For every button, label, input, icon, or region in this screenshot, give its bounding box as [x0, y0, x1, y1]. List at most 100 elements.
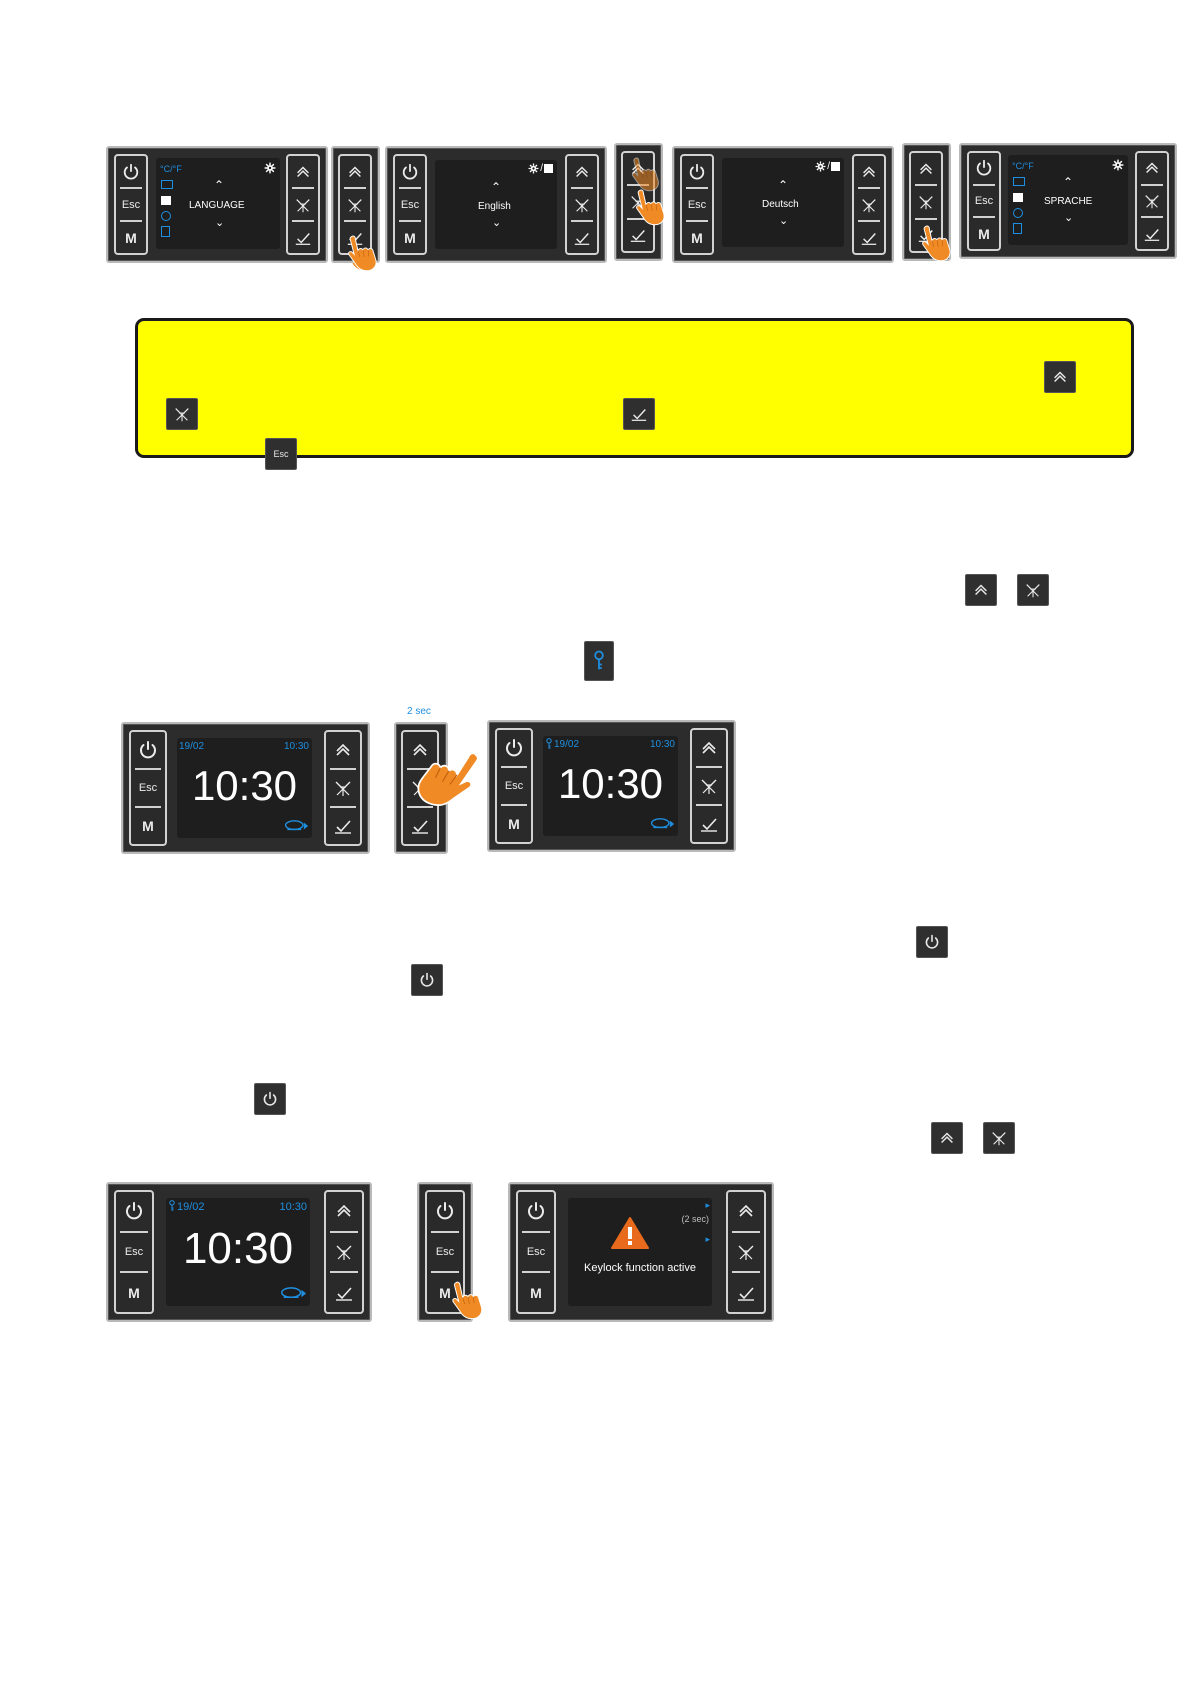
light-button[interactable]: [858, 187, 880, 220]
clock-icon: [161, 211, 171, 221]
light-button[interactable]: [330, 1230, 358, 1272]
power-icon: [419, 972, 435, 988]
m-button[interactable]: M: [686, 220, 708, 253]
esc-button[interactable]: Esc: [399, 187, 421, 220]
power-button[interactable]: [969, 153, 999, 184]
date-label: 19/02: [179, 741, 205, 752]
confirm-icon: [294, 229, 312, 247]
m-button[interactable]: M: [522, 1271, 550, 1312]
light-button[interactable]: [732, 1230, 760, 1272]
confirm-button[interactable]: [696, 804, 722, 842]
date-label: 19/02: [554, 739, 580, 750]
light-icon: [990, 1129, 1008, 1147]
power-button[interactable]: [395, 156, 425, 187]
book-icon: [161, 196, 171, 205]
confirm-button[interactable]: [858, 220, 880, 253]
m-button[interactable]: M: [973, 216, 995, 249]
esc-button[interactable]: Esc: [501, 766, 527, 804]
hold-duration-label: 2 sec: [407, 706, 431, 717]
m-button[interactable]: M: [399, 220, 421, 253]
small-time-label: 10:30: [649, 739, 675, 750]
light-button[interactable]: [627, 184, 649, 217]
up-arrow-icon: [1051, 368, 1069, 386]
up-arrow-icon: [860, 163, 878, 181]
esc-button[interactable]: Esc: [522, 1230, 550, 1272]
confirm-button[interactable]: [571, 220, 593, 253]
power-button[interactable]: [116, 1192, 152, 1231]
language-option-label: English: [478, 201, 511, 212]
power-button[interactable]: [682, 156, 712, 187]
confirm-button[interactable]: [1141, 216, 1163, 249]
m-button[interactable]: M: [431, 1271, 459, 1312]
esc-key-inline-icon: Esc: [265, 438, 297, 470]
light-button[interactable]: [915, 184, 937, 217]
light-key-inline-icon: [983, 1122, 1015, 1154]
up-arrow-icon: [917, 160, 935, 178]
right-key-column: [324, 1190, 364, 1314]
confirm-icon: [629, 226, 647, 244]
power-button[interactable]: [427, 1192, 463, 1231]
light-button[interactable]: [1141, 183, 1163, 217]
light-button[interactable]: [407, 768, 433, 806]
left-key-column: Esc M: [516, 1190, 556, 1314]
date-label: 19/02: [177, 1201, 205, 1213]
confirm-button[interactable]: [330, 1271, 358, 1312]
up-button[interactable]: [567, 156, 597, 187]
power-button[interactable]: [116, 156, 146, 187]
control-panel-keylock-warning: Esc M (2 sec) ▸ ▸ Keylock function activ…: [508, 1182, 774, 1322]
hand-pointer-icon: [632, 188, 670, 226]
up-button[interactable]: [326, 1192, 362, 1231]
up-button[interactable]: [854, 156, 884, 187]
key-icon: [168, 1200, 176, 1212]
chef-hat-icon: [279, 1286, 307, 1301]
up-button[interactable]: [728, 1192, 764, 1231]
language-label: LANGUAGE: [189, 200, 245, 211]
up-button[interactable]: [911, 153, 941, 184]
up-button[interactable]: [1137, 153, 1167, 184]
light-icon: [333, 778, 353, 798]
light-icon: [1024, 581, 1042, 599]
light-button[interactable]: [344, 187, 366, 220]
confirm-button[interactable]: [627, 217, 649, 251]
control-panel-clock: Esc M 19/02 10:30 10:30: [121, 722, 370, 854]
power-button[interactable]: [518, 1192, 554, 1231]
confirm-icon: [699, 814, 719, 834]
m-button[interactable]: M: [501, 804, 527, 842]
light-button[interactable]: [696, 766, 722, 804]
power-button[interactable]: [131, 732, 165, 768]
up-button[interactable]: [288, 156, 318, 187]
keylock-hint: (2 sec): [681, 1214, 709, 1224]
light-button[interactable]: [571, 187, 593, 220]
up-button[interactable]: [340, 156, 370, 187]
m-button[interactable]: M: [120, 1271, 148, 1312]
power-icon: [504, 738, 524, 758]
display-screen: gear-icon / book-icon / ⌃ Deutsch ⌄: [722, 158, 844, 247]
power-key-inline-icon: [254, 1083, 286, 1115]
display-screen: 19/02 10:30 10:30: [166, 1198, 310, 1306]
esc-button[interactable]: Esc: [135, 768, 161, 806]
esc-button[interactable]: Esc: [973, 183, 995, 217]
confirm-button[interactable]: [915, 217, 937, 251]
hint-arrow-bottom-icon: ▸: [705, 1234, 710, 1244]
power-icon: [924, 934, 940, 950]
m-button[interactable]: M: [120, 220, 142, 253]
esc-button[interactable]: Esc: [120, 1230, 148, 1272]
esc-button[interactable]: Esc: [686, 187, 708, 220]
up-button[interactable]: [692, 730, 726, 766]
control-panel-language: Esc M °C/°F ⌃ LANGUAGE ⌄: [106, 146, 328, 263]
light-button[interactable]: [292, 187, 314, 220]
confirm-button[interactable]: [344, 220, 366, 253]
right-key-column: [852, 154, 886, 255]
confirm-button[interactable]: [732, 1271, 760, 1312]
esc-button[interactable]: Esc: [431, 1230, 459, 1272]
light-button[interactable]: [330, 768, 356, 806]
m-button[interactable]: M: [135, 806, 161, 844]
confirm-button[interactable]: [330, 806, 356, 844]
esc-button[interactable]: Esc: [120, 187, 142, 220]
confirm-button[interactable]: [407, 806, 433, 844]
confirm-button[interactable]: [292, 220, 314, 253]
key-lock-inline-icon: [584, 641, 614, 681]
up-button[interactable]: [326, 732, 360, 768]
display-screen: 19/02 10:30 10:30: [177, 738, 312, 838]
power-button[interactable]: [497, 730, 531, 766]
